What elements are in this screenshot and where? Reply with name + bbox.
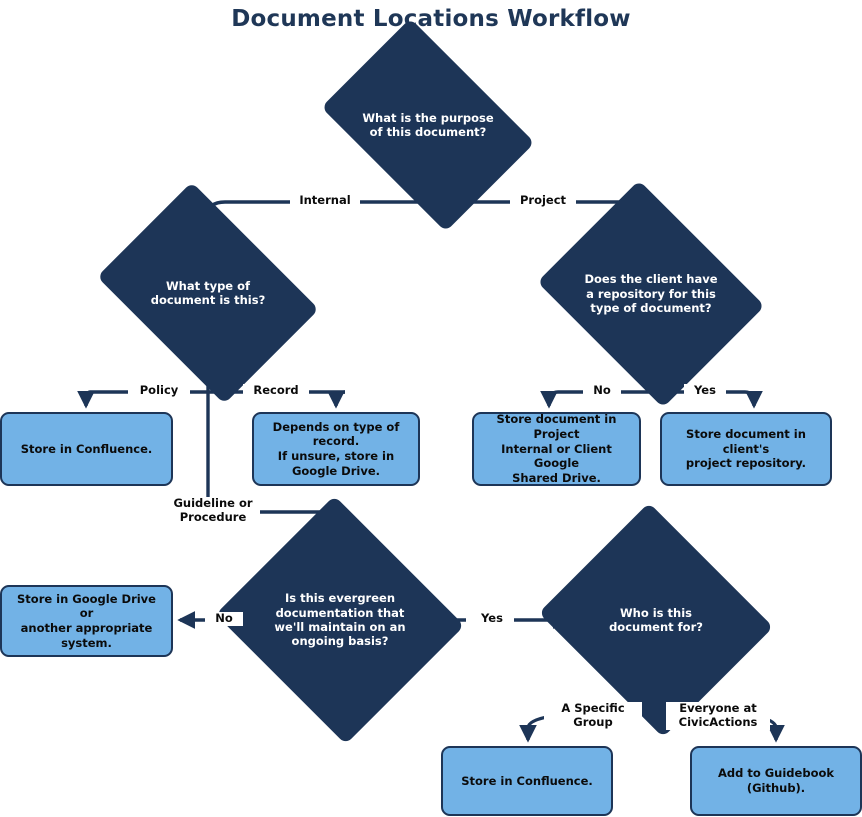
text-line: What type of xyxy=(165,278,251,293)
edge-label-guideline-procedure: Guideline or Procedure xyxy=(166,496,260,525)
process-label: Store in Confluence. xyxy=(14,442,160,457)
decision-document-type[interactable]: What type of document is this? xyxy=(96,181,320,405)
text-line: Store in Confluence. xyxy=(20,441,153,456)
text-line: Shared Drive. xyxy=(512,471,601,486)
text-line: document for? xyxy=(609,620,703,634)
edge-clientrepo-yes xyxy=(744,390,763,409)
process-label: Store in Confluence. xyxy=(454,774,600,789)
decision-evergreen[interactable]: Is this evergreen documentation that we'… xyxy=(215,495,465,745)
process-store-confluence-group[interactable]: Store in Confluence. xyxy=(441,746,613,816)
text-line: document is this? xyxy=(150,293,266,307)
text-line: project repository. xyxy=(685,456,807,471)
decision-audience-label: Who is this document for? xyxy=(587,606,724,635)
process-add-to-guidebook[interactable]: Add to Guidebook (Github). xyxy=(690,746,862,816)
decision-evergreen-label: Is this evergreen documentation that we'… xyxy=(268,591,412,649)
text-line: Is this evergreen xyxy=(284,591,396,606)
text-line: Internal or Client Google xyxy=(501,441,612,471)
text-line: Store document in Project xyxy=(496,412,617,441)
text-line: another appropriate system. xyxy=(20,621,153,650)
process-store-confluence-policy[interactable]: Store in Confluence. xyxy=(0,412,173,486)
decision-client-repository-label: Does the client have a repository for th… xyxy=(582,272,721,315)
process-google-drive-or-other[interactable]: Store in Google Drive or another appropr… xyxy=(0,585,173,657)
decision-audience[interactable]: Who is this document for? xyxy=(538,502,774,738)
text-line: ongoing basis? xyxy=(291,634,389,649)
edge-label-client-no: No xyxy=(583,383,621,398)
edge-label-evergreen-no: No xyxy=(205,611,243,626)
edge-doctype-record xyxy=(327,390,346,409)
edge-label-internal: Internal xyxy=(290,193,360,208)
text-line: Does the client have xyxy=(584,272,718,287)
decision-purpose[interactable]: What is the purpose of this document? xyxy=(321,18,535,232)
text-line: Depends on type of record. xyxy=(272,419,400,449)
process-label: Store document in client's project repos… xyxy=(662,427,830,471)
process-label: Store in Google Drive or another appropr… xyxy=(2,592,171,651)
decision-document-type-label: What type of document is this? xyxy=(138,279,278,308)
edge-doctype-policy xyxy=(77,390,95,409)
text-line: we'll maintain on an xyxy=(274,620,406,634)
edge-clientrepo-no xyxy=(540,390,559,409)
text-line: Google Drive. xyxy=(291,463,381,478)
edge-label-policy: Policy xyxy=(128,383,190,398)
text-line: Store in Google Drive or xyxy=(17,591,156,621)
text-line: If unsure, store in xyxy=(277,449,395,463)
text-line: Add to Guidebook (Github). xyxy=(717,766,835,795)
process-client-project-repository[interactable]: Store document in client's project repos… xyxy=(660,412,832,486)
process-label: Store document in Project Internal or Cl… xyxy=(474,412,639,486)
text-line: documentation that xyxy=(275,605,405,620)
edge-label-evergreen-yes: Yes xyxy=(470,611,514,626)
process-record-storage[interactable]: Depends on type of record. If unsure, st… xyxy=(252,412,420,486)
process-project-shared-drive[interactable]: Store document in Project Internal or Cl… xyxy=(472,412,641,486)
text-line: Store document in client's xyxy=(686,426,806,456)
process-label: Depends on type of record. If unsure, st… xyxy=(254,420,418,479)
edge-label-specific-group: A Specific Group xyxy=(544,701,642,730)
text-line: of this document? xyxy=(369,125,487,139)
text-line: type of document? xyxy=(590,301,712,316)
process-label: Add to Guidebook (Github). xyxy=(692,766,860,795)
text-line: Who is this xyxy=(619,605,693,620)
page-title: Document Locations Workflow xyxy=(231,6,631,32)
text-line: What is the purpose xyxy=(362,110,494,125)
edge-label-client-yes: Yes xyxy=(684,383,726,398)
edge-label-project: Project xyxy=(510,193,576,208)
edge-label-everyone-civicactions: Everyone at CivicActions xyxy=(666,701,770,730)
decision-purpose-label: What is the purpose of this document? xyxy=(359,111,496,140)
edge-label-record: Record xyxy=(243,383,309,398)
decision-client-repository[interactable]: Does the client have a repository for th… xyxy=(537,180,765,408)
text-line: a repository for this xyxy=(586,286,716,301)
text-line: Store in Confluence. xyxy=(461,773,593,788)
